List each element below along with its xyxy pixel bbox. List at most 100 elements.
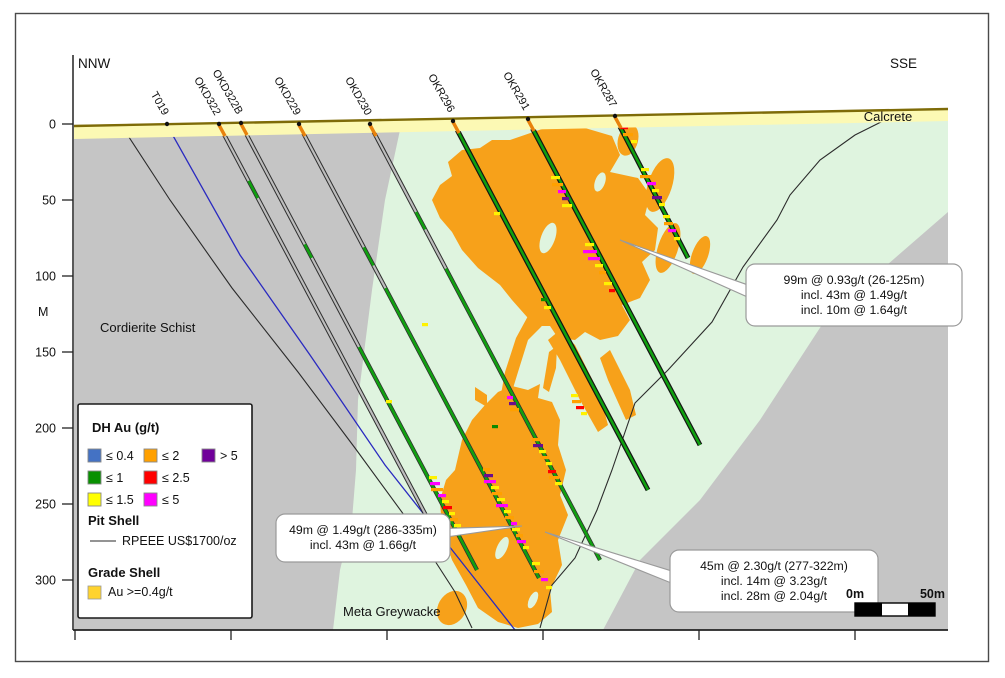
assay-grade-bar — [555, 482, 562, 486]
drillhole-intercept-OKD322B — [303, 243, 313, 259]
assay-grade-bar — [641, 168, 649, 172]
assay-grade-bar — [562, 197, 569, 201]
callout-line: incl. 43m @ 1.49g/t — [801, 288, 908, 302]
drillhole-core-OKR291 — [526, 119, 702, 446]
assay-grade-bar — [652, 189, 659, 193]
drillhole-intercept-OKD229 — [362, 246, 375, 267]
legend-au-title: DH Au (g/t) — [92, 420, 159, 435]
label-meta-greywacke: Meta Greywacke — [343, 604, 441, 619]
scale-start-label: 0m — [846, 587, 864, 601]
assay-grade-bar — [585, 243, 594, 247]
pit-shell-left-line — [122, 127, 473, 629]
collar-dot-OKR287 — [612, 113, 618, 119]
assay-grade-bar — [532, 562, 540, 566]
assay-grade-bar — [581, 412, 587, 416]
assay-grade-bar — [562, 204, 572, 208]
assay-grade-bar — [492, 492, 502, 496]
assay-grade-bar — [494, 212, 500, 216]
collar-dot-OKR296 — [450, 118, 456, 124]
legend-swatch — [143, 448, 158, 463]
assay-grade-bar — [549, 476, 559, 480]
assay-grade-bar — [430, 482, 440, 486]
assay-grade-bar — [668, 229, 676, 233]
assay-grade-bar — [507, 396, 513, 400]
assay-grade-bar — [517, 540, 526, 544]
assay-grade-bar — [449, 512, 455, 516]
assay-grade-bar — [512, 528, 520, 532]
assay-grade-bar — [576, 406, 584, 410]
y-tick-label: 200 — [35, 422, 56, 436]
collar-tick-OKD322B — [239, 123, 249, 136]
collar-dot-OKD322 — [216, 121, 222, 127]
assay-grade-bar — [572, 400, 581, 404]
legend-grade-label: Au >=0.4g/t — [108, 585, 173, 599]
y-tick-label: 50 — [42, 194, 56, 208]
pit-shell-right-line — [539, 109, 906, 629]
assay-grade-bar — [546, 586, 552, 590]
legend-item-label: ≤ 2 — [162, 449, 179, 463]
assay-grade-bar — [558, 190, 566, 194]
legend-pit-title: Pit Shell — [88, 513, 139, 528]
assay-grade-bar — [640, 175, 652, 179]
drillhole-intercept-OKD322 — [247, 180, 259, 199]
compass-sse: SSE — [890, 56, 917, 71]
y-tick-label: 100 — [35, 270, 56, 284]
callout-box — [745, 263, 963, 327]
assay-grade-bar — [551, 176, 560, 180]
assay-grade-bar — [511, 522, 517, 526]
assay-grade-bar — [663, 215, 670, 219]
assay-grade-bar — [533, 444, 543, 448]
assay-grade-bar — [623, 133, 633, 137]
assay-grade-bar — [497, 498, 505, 502]
collar-dot-OKR291 — [525, 116, 531, 122]
assay-grade-bar — [484, 474, 493, 478]
assay-grade-bar — [429, 476, 437, 480]
drillhole-core-OKR287 — [613, 116, 690, 259]
legend-swatch — [87, 448, 102, 463]
assay-grade-bar — [674, 237, 680, 241]
assay-grade-bar — [548, 470, 556, 474]
collar-dot-T019 — [164, 121, 170, 127]
assay-grade-bar — [631, 140, 637, 144]
assay-grade-bar — [438, 494, 446, 498]
collar-tick-OKR291 — [526, 119, 536, 132]
legend-box: DH Au (g/t) ≤ 0.4≤ 1≤ 1.5≤ 2≤ 2.5≤ 5> 5 … — [77, 403, 253, 619]
y-tick-label: 300 — [35, 574, 56, 588]
assay-grade-bar — [544, 306, 551, 310]
unit-calcrete-band — [74, 108, 948, 139]
callout-line: 49m @ 1.49g/t (286-335m) — [289, 523, 437, 537]
legend-item-label: > 5 — [220, 449, 238, 463]
legend-swatch — [201, 448, 216, 463]
y-tick-label: 250 — [35, 498, 56, 512]
y-axis-unit: M — [38, 305, 48, 319]
scale-bar: 0m 50m — [846, 587, 945, 617]
assay-grade-bar — [523, 546, 529, 550]
assay-grade-bar — [546, 462, 552, 466]
assay-grade-bar — [571, 394, 578, 398]
assay-grade-bar — [595, 264, 603, 268]
assay-grade-bar — [496, 504, 508, 508]
drillhole-intercept-OKD230 — [444, 267, 602, 561]
collar-dot-OKD322B — [238, 120, 244, 126]
assay-grade-bar — [484, 480, 496, 484]
assay-grade-bar — [552, 183, 563, 187]
legend-item-label: ≤ 5 — [162, 493, 179, 507]
assay-grade-bar — [652, 196, 662, 200]
callout-line: incl. 14m @ 3.23g/t — [721, 574, 828, 588]
legend-item-label: ≤ 1.5 — [106, 493, 134, 507]
callout-line: incl. 43m @ 1.66g/t — [310, 538, 417, 552]
legend-pit-label: RPEEE US$1700/oz — [122, 534, 237, 548]
legend-item-label: ≤ 2.5 — [162, 471, 190, 485]
scale-bar-seg1 — [855, 603, 882, 616]
callout-line: incl. 10m @ 1.64g/t — [801, 303, 908, 317]
assay-grade-bar — [647, 182, 656, 186]
legend-item-label: ≤ 1 — [106, 471, 123, 485]
callout-box — [669, 549, 879, 613]
assay-grade-bar — [664, 222, 673, 226]
collar-dot-OKD229 — [296, 121, 302, 127]
assay-grade-bar — [599, 271, 606, 275]
grade-shell-windows — [495, 172, 606, 609]
assay-grade-bar — [422, 323, 428, 327]
assay-grade-bar — [509, 402, 516, 406]
